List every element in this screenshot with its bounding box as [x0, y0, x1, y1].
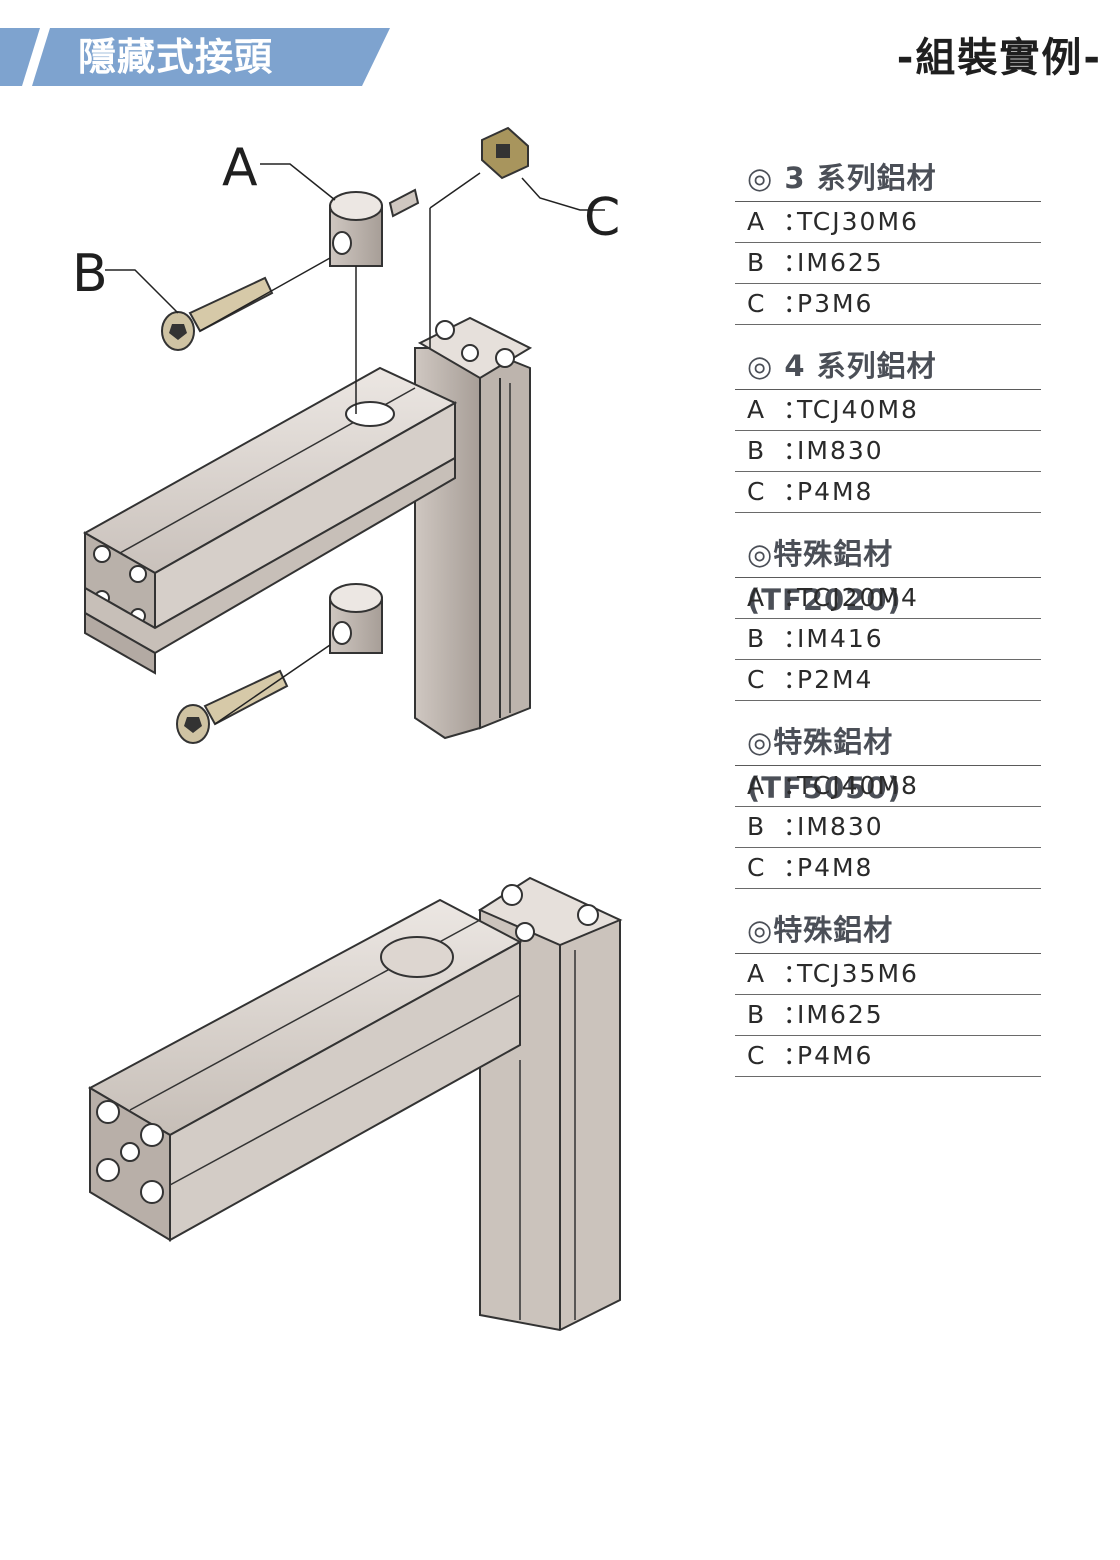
spec-key: A [747, 583, 767, 612]
spec-key: A [747, 395, 767, 424]
horizontal-profile-assembled [87, 898, 523, 1242]
spec-separator: ： [783, 1041, 811, 1070]
spec-row: C ：P4M8 [735, 472, 1041, 513]
spec-part-number: TCJ40M8 [797, 395, 919, 424]
spec-separator: ： [783, 812, 811, 841]
spec-part-number: P3M6 [797, 289, 874, 318]
spec-row: C ：P2M4 [735, 660, 1041, 701]
exploded-assembly-illustration [82, 126, 605, 744]
spec-row: A ：TCJ35M6 [735, 954, 1041, 995]
spec-separator: ： [783, 477, 811, 506]
callout-label-c: C [584, 188, 621, 248]
spec-row: B ：IM830 [735, 807, 1041, 848]
spec-part-number: TCJ40M8 [797, 771, 919, 800]
connector-a-bottom [329, 583, 383, 654]
spec-separator: ： [783, 665, 811, 694]
spec-heading: ◎ 3 系列鋁材 [735, 155, 1041, 202]
spec-row: A ：TCJ20M4 [735, 578, 1041, 619]
spec-heading: ◎特殊鋁材 [735, 907, 1041, 954]
vertical-profile [414, 316, 533, 740]
spec-separator: ： [783, 248, 811, 277]
nut-c [481, 126, 529, 180]
spec-key: B [747, 624, 767, 653]
spec-row: C ：P4M8 [735, 848, 1041, 889]
spec-row: B ：IM625 [735, 243, 1041, 284]
spec-heading: ◎特殊鋁材 (TF5050) [735, 719, 1041, 805]
spec-key: C [747, 665, 767, 694]
spec-row: B ：IM830 [735, 431, 1041, 472]
spec-key: B [747, 812, 767, 841]
leader-lines [105, 163, 605, 725]
header-banner [0, 28, 390, 86]
spec-key: A [747, 207, 767, 236]
callout-label-a: A [222, 138, 258, 198]
spec-separator: ： [783, 771, 811, 800]
banner-accent-stripe [0, 28, 40, 86]
screw-b-top [161, 276, 274, 351]
assembled-illustration [87, 876, 623, 1332]
spec-heading: ◎特殊鋁材 (TF2020) [735, 531, 1041, 617]
spec-row: C ：P4M6 [735, 1036, 1041, 1077]
spec-row: B ：IM416 [735, 619, 1041, 660]
spec-separator: ： [783, 583, 811, 612]
spec-part-number: IM625 [797, 248, 884, 277]
spec-row: A ：TCJ40M8 [735, 766, 1041, 807]
spec-part-number: IM625 [797, 1000, 884, 1029]
page-title: 隱藏式接頭 [78, 35, 274, 79]
spec-key: B [747, 436, 767, 465]
spec-part-number: IM416 [797, 624, 884, 653]
spec-key: C [747, 853, 767, 882]
spec-part-number: TCJ20M4 [797, 583, 919, 612]
spec-part-number: P2M4 [797, 665, 874, 694]
spec-row: C ：P3M6 [735, 284, 1041, 325]
horizontal-profile-bottom [84, 456, 456, 675]
spec-row: A ：TCJ30M6 [735, 202, 1041, 243]
spec-row: B ：IM625 [735, 995, 1041, 1036]
spec-part-number: TCJ35M6 [797, 959, 919, 988]
spec-key: A [747, 959, 767, 988]
spec-separator: ： [783, 853, 811, 882]
spec-part-number: P4M8 [797, 853, 874, 882]
screw-b-bottom [176, 669, 289, 744]
spec-key: A [747, 771, 767, 800]
spec-key: C [747, 477, 767, 506]
spec-key: C [747, 1041, 767, 1070]
spec-part-number: P4M8 [797, 477, 874, 506]
spec-part-number: IM830 [797, 812, 884, 841]
spec-separator: ： [783, 289, 811, 318]
spec-separator: ： [783, 395, 811, 424]
page-subtitle: -組裝實例- [896, 35, 1102, 81]
spec-separator: ： [783, 1000, 811, 1029]
banner-main [32, 28, 390, 86]
spec-separator: ： [783, 436, 811, 465]
connector-a-top [329, 188, 420, 267]
spec-separator: ： [783, 207, 811, 236]
spec-key: B [747, 1000, 767, 1029]
spec-part-number: P4M6 [797, 1041, 874, 1070]
spec-separator: ： [783, 959, 811, 988]
spec-key: C [747, 289, 767, 318]
spec-part-number: TCJ30M6 [797, 207, 919, 236]
spec-part-number: IM830 [797, 436, 884, 465]
spec-separator: ： [783, 624, 811, 653]
spec-heading: ◎ 4 系列鋁材 [735, 343, 1041, 390]
callout-label-b: B [72, 244, 108, 304]
spec-row: A ：TCJ40M8 [735, 390, 1041, 431]
spec-key: B [747, 248, 767, 277]
